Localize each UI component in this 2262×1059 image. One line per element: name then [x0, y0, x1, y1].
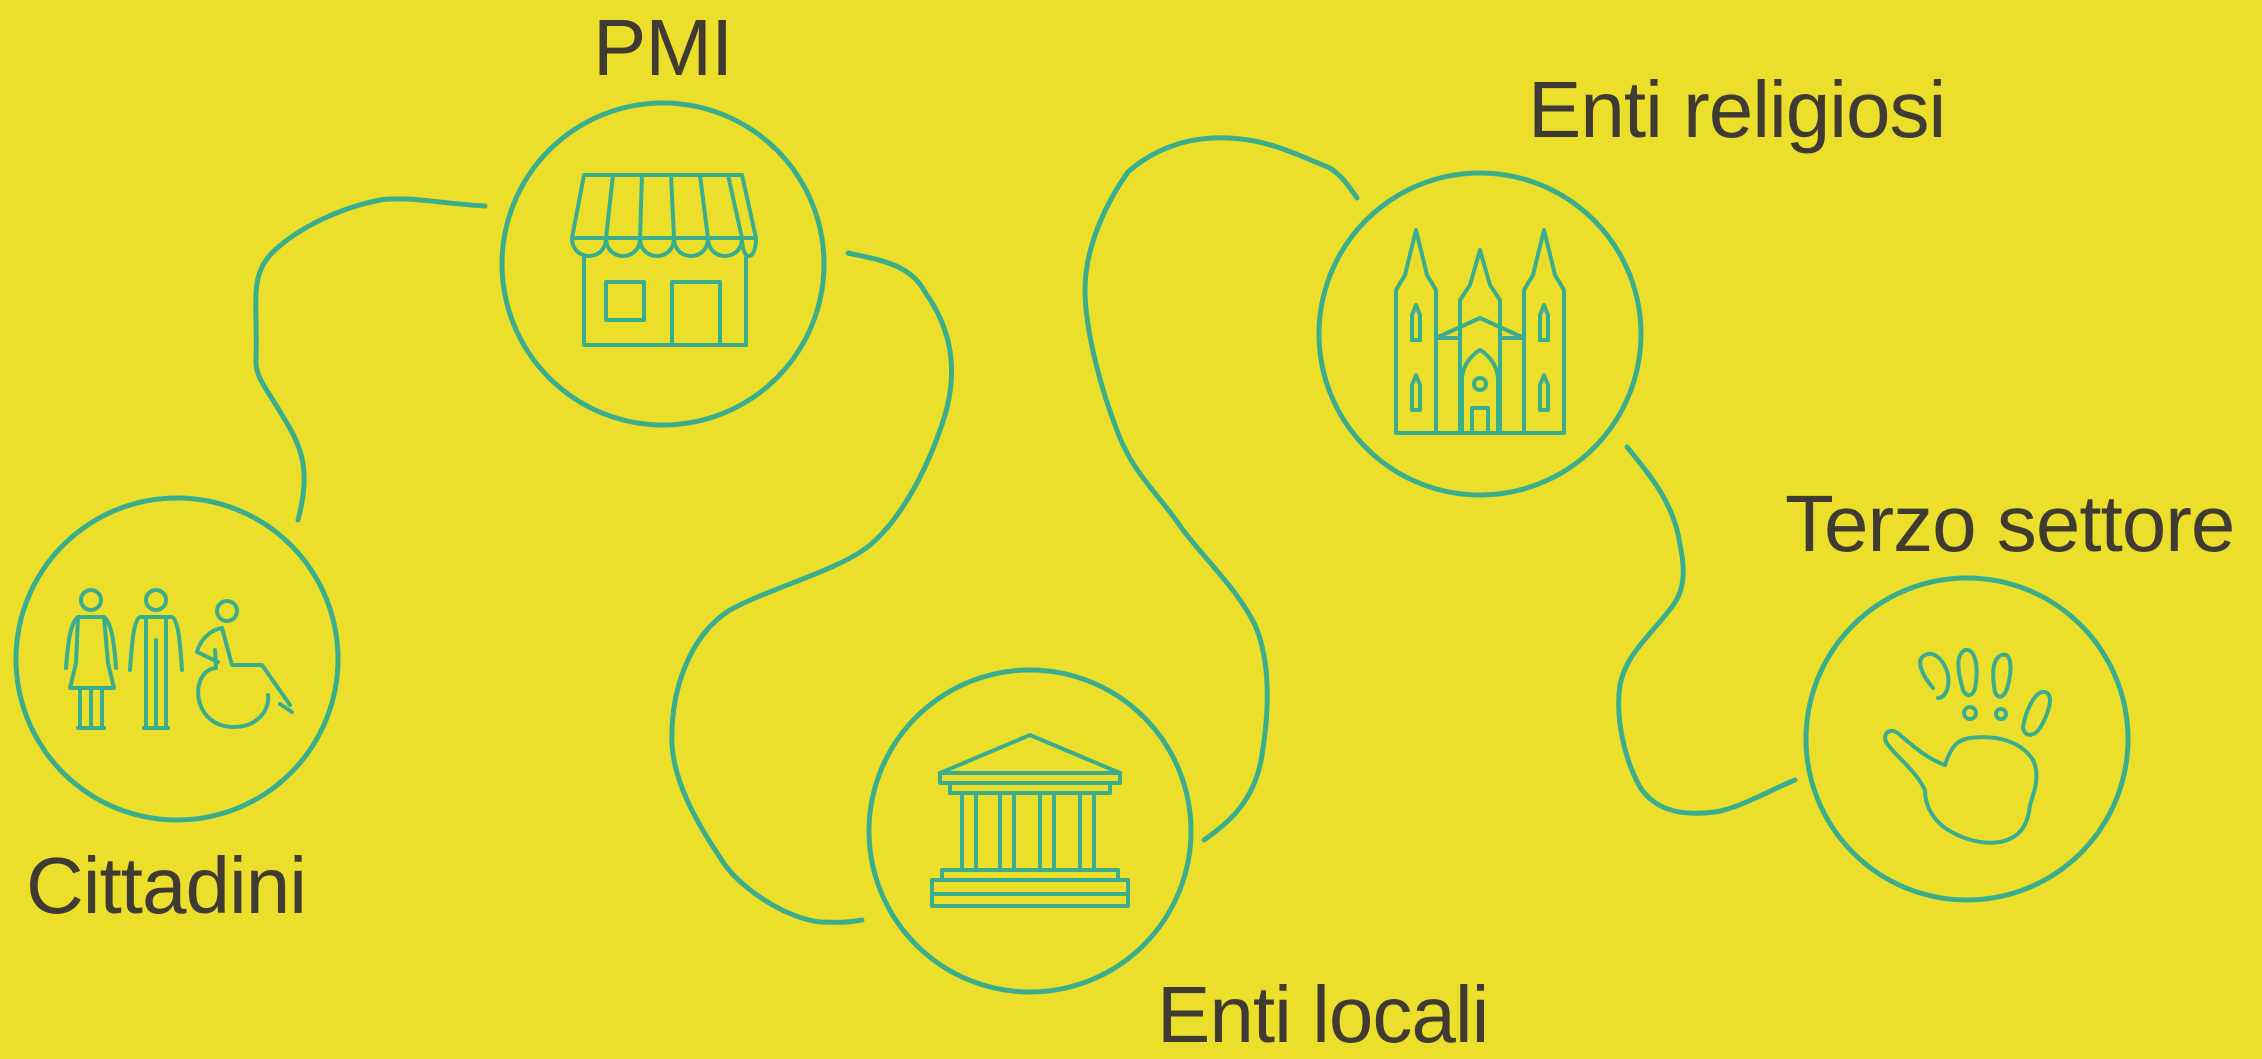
node-circle-enti-locali	[866, 667, 1194, 995]
people-icon	[64, 588, 294, 730]
government-building-icon	[930, 733, 1130, 908]
connector-cittadini-pmi	[253, 196, 488, 523]
connector-enti-locali-enti-religiosi	[1082, 135, 1360, 843]
node-circle-cittadini	[13, 495, 341, 823]
shop-icon	[570, 173, 758, 347]
hand-icon	[1883, 647, 2052, 845]
node-circle-terzo-settore	[1803, 575, 2131, 903]
node-circle-pmi	[499, 100, 827, 428]
node-label-enti-locali: Enti locali	[1157, 970, 1489, 1059]
node-label-cittadini: Cittadini	[26, 841, 307, 930]
node-circle-enti-religiosi	[1316, 170, 1644, 498]
node-label-terzo-settore: Terzo settore	[1785, 479, 2235, 568]
connector-enti-religiosi-terzo-settore	[1616, 444, 1798, 816]
node-label-enti-religiosi: Enti religiosi	[1528, 65, 1946, 154]
connector-pmi-enti-locali	[669, 250, 955, 925]
cathedral-icon	[1394, 228, 1566, 435]
node-label-pmi: PMI	[593, 3, 733, 92]
